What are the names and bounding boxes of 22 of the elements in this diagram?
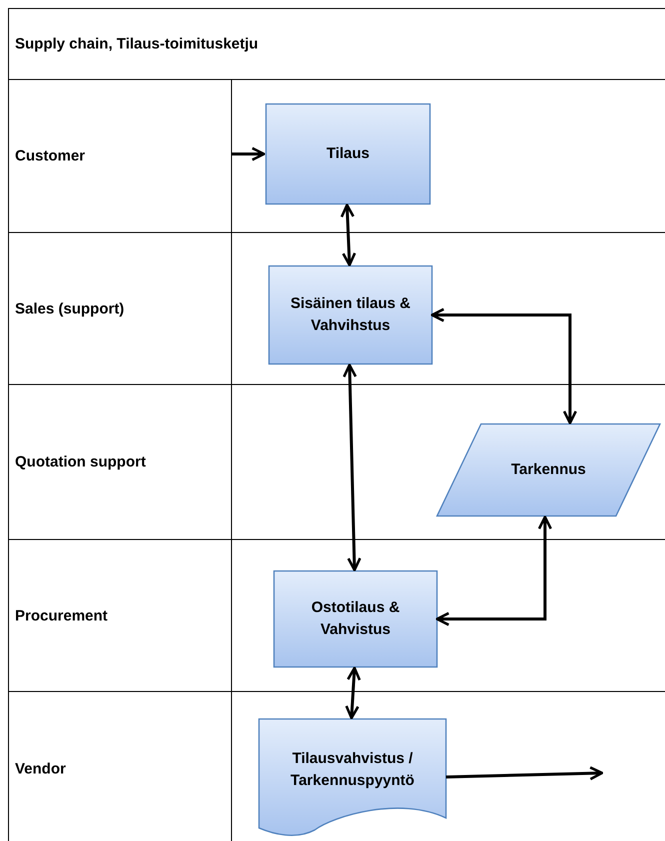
swimlane-row [8,385,665,540]
node-text: Sisäinen tilaus & Vahvihstus [289,294,412,336]
arrow [340,204,356,266]
node-text: Tarkennus [510,460,587,480]
lane-label: Quotation support [15,454,146,470]
swimlane-row [8,233,665,385]
node-text: Tilaus [325,144,371,164]
arrow [430,308,578,424]
lane-label: Sales (support) [15,300,124,317]
lane-label: Customer [15,148,86,164]
arrow [342,364,362,572]
arrow [446,766,604,780]
lane-label: Procurement [15,607,108,624]
swimlane-row [8,540,665,692]
node-text: Tilausvahvistus / Tarkennuspyyntö [290,749,416,791]
swimlane-row [8,80,665,233]
arrow [345,666,361,720]
lane-label: Vendor [15,760,66,777]
diagram-title: Supply chain, Tilaus-toimitusketju [15,36,258,52]
arrow [232,146,266,162]
node-text: Ostotilaus & Vahvistus [310,598,401,640]
arrow [436,516,552,626]
